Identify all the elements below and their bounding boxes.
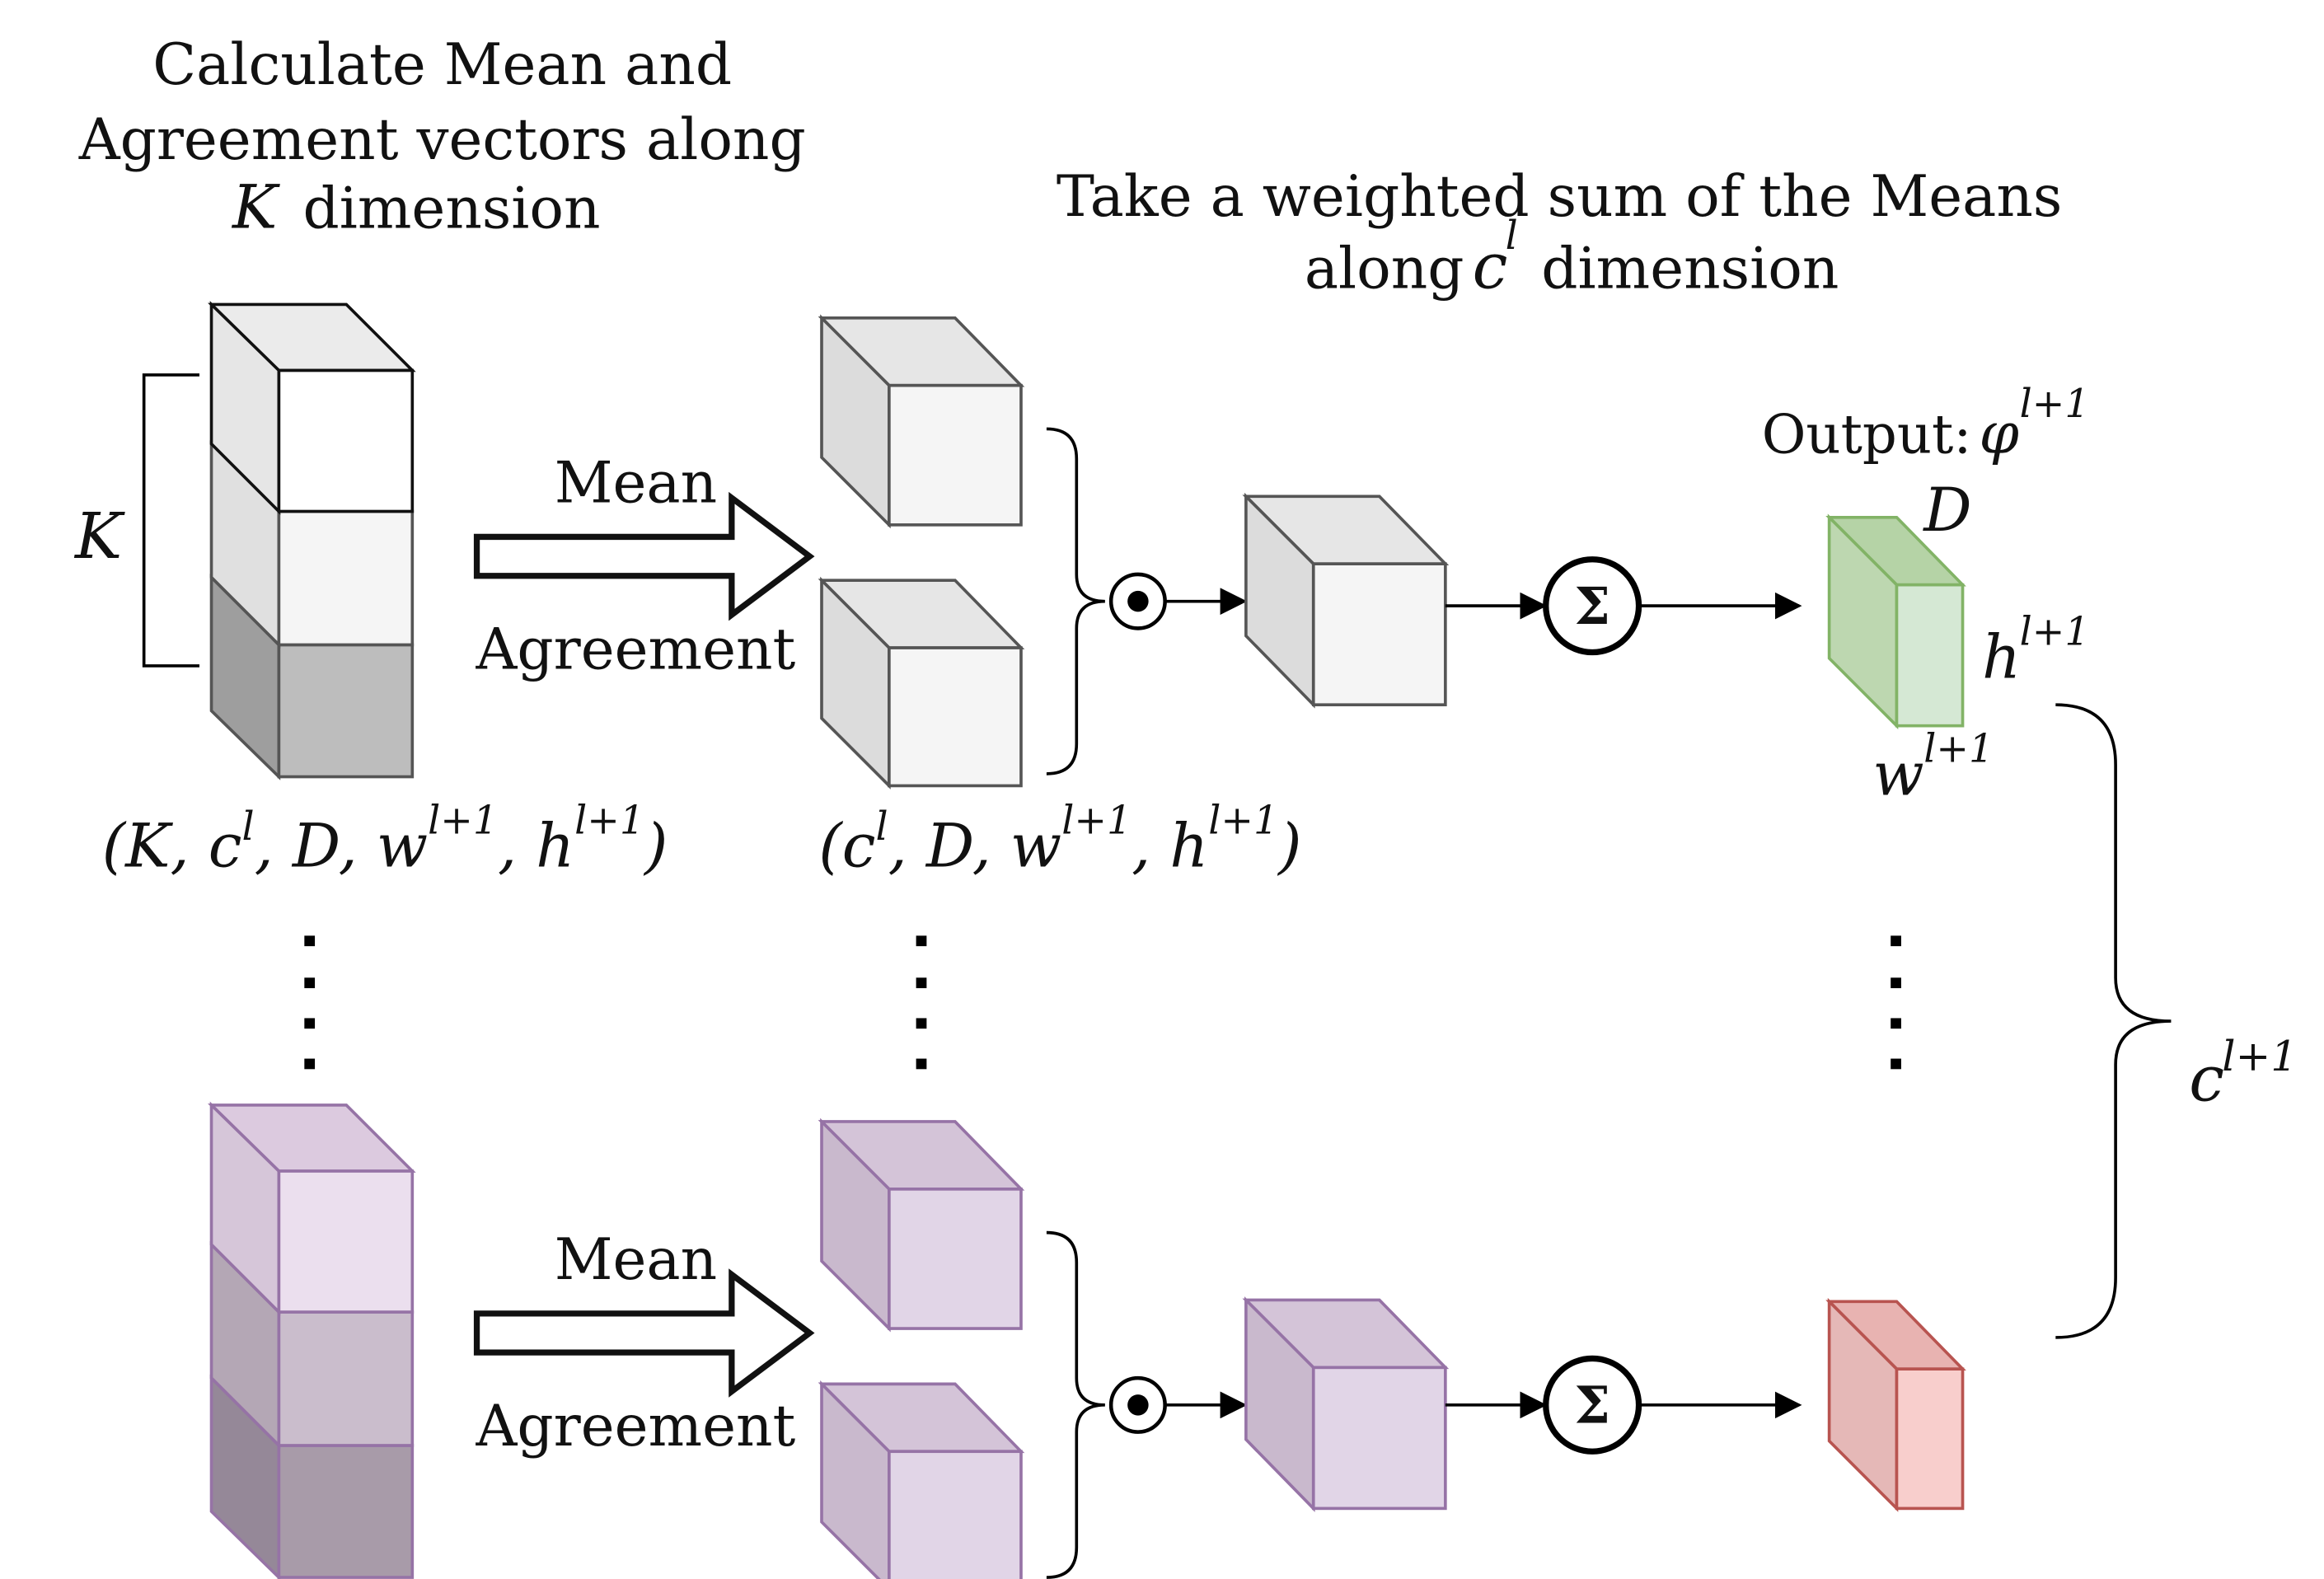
- middle-title-line-2: dimension: [1541, 236, 1839, 302]
- sum-op-bottom: Σ: [1543, 1355, 1642, 1455]
- stack-bottom-front: [277, 643, 415, 779]
- left-title-line-1: Calculate Mean and: [152, 32, 732, 98]
- arrow-bottom-mean-label: Mean: [555, 1227, 717, 1293]
- arrow-top-agreement-label: Agreement: [476, 617, 796, 683]
- brace-c-next: [2055, 703, 2172, 1339]
- w-sup: l+1: [1923, 726, 1994, 771]
- k-label: K: [73, 500, 125, 574]
- mean-agreement-arrow-bottom: [473, 1268, 815, 1398]
- hadamard-op-top: [1108, 572, 1167, 630]
- agreement-cube-purple: [818, 1380, 1025, 1579]
- output-var: φ: [1980, 401, 2020, 467]
- k-bracket: [142, 373, 199, 668]
- mean-cube-purple: [818, 1117, 1025, 1333]
- mid-output-shape: (cl, D, wl+1, hl+1): [818, 799, 1301, 882]
- ellipsis-right: [1891, 935, 1901, 1070]
- sum-symbol-bottom: Σ: [1574, 1375, 1610, 1436]
- hadamard-op-bottom: [1108, 1375, 1167, 1434]
- output-cube-green: [1825, 513, 1966, 730]
- stack-top-front: [277, 368, 415, 513]
- mean-cube-gray: [818, 314, 1025, 529]
- left-input-shape: (K, cl, D, wl+1, hl+1): [102, 799, 668, 882]
- agreement-cube-gray: [818, 576, 1025, 790]
- ellipsis-middle: [916, 935, 927, 1070]
- c-next-label: c: [2189, 1043, 2224, 1117]
- sum-symbol-top: Σ: [1574, 576, 1610, 636]
- input-stack-purple: [208, 1101, 416, 1579]
- stack-middle-front: [277, 509, 415, 647]
- output-cube-red: [1825, 1297, 1966, 1512]
- arrow-top-mean-label: Mean: [555, 451, 717, 517]
- sum-op-top: Σ: [1543, 556, 1642, 656]
- middle-title-sup: l: [1506, 213, 1518, 259]
- middle-title-var: c: [1473, 230, 1508, 303]
- h-sup: l+1: [2020, 609, 2090, 654]
- arrow-bottom-agreement-label: Agreement: [476, 1394, 796, 1460]
- left-title-var: K: [231, 173, 280, 243]
- left-title-line-3: dimension: [303, 176, 601, 242]
- brace-top: [1046, 427, 1105, 775]
- weighted-cube-gray: [1242, 492, 1450, 709]
- w-label: w: [1872, 739, 1923, 809]
- output-sup: l+1: [2020, 382, 2090, 427]
- middle-title-line-1: Take a weighted sum of the Means: [1057, 164, 2063, 230]
- middle-title-along: along: [1305, 236, 1464, 302]
- weighted-cube-purple: [1242, 1296, 1450, 1512]
- left-title-line-2: Agreement vectors along: [78, 107, 806, 173]
- mean-agreement-arrow-top: [473, 491, 815, 621]
- d-label: D: [1922, 476, 1971, 546]
- input-stack-gray: [208, 301, 416, 780]
- h-label: h: [1982, 622, 2021, 692]
- ellipsis-left: [304, 935, 316, 1070]
- c-next-sup: l+1: [2222, 1033, 2297, 1081]
- brace-bottom: [1046, 1230, 1105, 1579]
- output-label: Output:: [1762, 404, 1972, 466]
